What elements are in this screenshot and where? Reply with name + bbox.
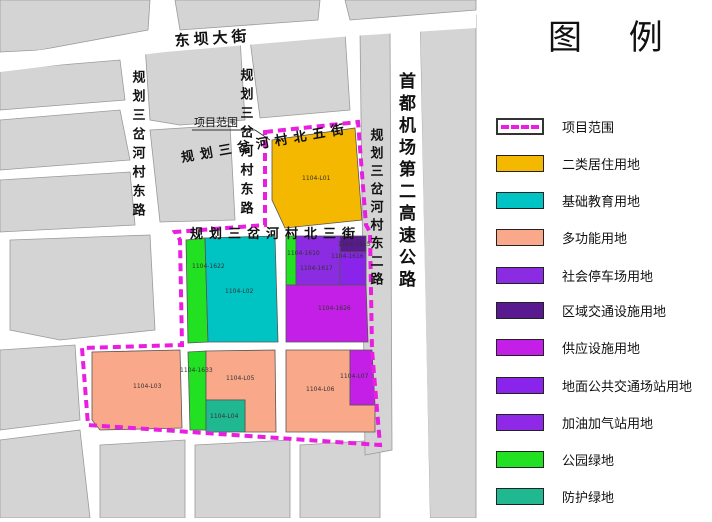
road-label-north-three: 规划三岔河村北三街 [190,226,361,242]
legend-swatch [496,228,544,246]
legend-swatch [496,191,544,209]
legend-label: 社会停车场用地 [562,269,654,285]
parcel-label-1617: 1104-1617 [300,265,333,272]
legend-label: 区域交通设施用地 [562,304,667,320]
legend-label: 加油加气站用地 [562,416,654,432]
parcel-label-1633: 1104-1633 [180,367,213,374]
legend-label: 多功能用地 [562,231,628,247]
legend-title: 图 例 [548,18,681,58]
parcel-label-l01: 1104-L01 [302,175,331,182]
parcel-1104-1617 [295,235,341,286]
parcel-1104-1633 [187,350,207,431]
road-label-dongba: 东坝大街 [174,27,251,50]
roads [0,14,476,518]
road-label-left-vertical: 规划三岔河村东路 [130,70,146,222]
legend-swatch [496,266,544,284]
project-label: 项目范围 [194,115,238,129]
legend-swatch [496,301,544,319]
parcel-1104-l03 [91,349,183,431]
road-label-middle-vertical: 规划三岔河村东路 [238,68,254,220]
legend-swatch [496,338,544,356]
parcel-label-1622: 1104-1622 [192,263,225,270]
legend-label: 基础教育用地 [562,194,641,210]
parcel-label-1610: 1104-1610 [287,250,320,257]
parcel-1104-l01 [271,127,363,229]
parcel-label-1615: 1104-1615 [338,241,371,248]
legend-item: 项目范围 [496,116,614,136]
legend-item: 供应设施用地 [496,337,640,357]
legend-swatch [496,487,544,505]
parcel-1104-l04 [205,399,246,433]
project-label-leader [254,129,271,141]
parcel-label-l02: 1104-L02 [225,288,254,295]
legend-item: 二类居住用地 [496,153,640,173]
legend-swatch [496,376,544,394]
parcel-label-1616: 1104-1616 [331,253,364,260]
legend-item: 社会停车场用地 [496,265,653,285]
planning-map: 东坝大街 规划三岔河村东路 规划三岔河村东路 规划三岔河村北五街 规划三岔河村北… [0,0,478,519]
legend-item: 区域交通设施用地 [496,300,666,320]
legend-label: 供应设施用地 [562,341,641,357]
legend-label: 公园绿地 [562,453,615,469]
project-boundary [79,119,383,448]
dashed-line-icon [496,117,544,135]
project-parcels [91,127,376,433]
parcel-label-l04: 1104-L04 [210,413,239,420]
legend-swatch [496,450,544,468]
legend-item: 防护绿地 [496,486,614,506]
road-label-east-two: 规划三岔河村东二路 [368,128,384,290]
map-panel: 东坝大街 规划三岔河村东路 规划三岔河村东路 规划三岔河村北五街 规划三岔河村北… [0,0,478,519]
parcel-1104-1626 [285,284,369,343]
parcel-1104-l02 [204,235,279,343]
parcel-label-1626: 1104-1626 [318,305,351,312]
legend-item: 加油加气站用地 [496,412,653,432]
parcel-label-l07: 1104-L07 [340,373,369,380]
legend-item: 基础教育用地 [496,190,640,210]
legend-swatch [496,154,544,172]
parcel-1104-1622 [185,237,209,344]
legend-label: 地面公共交通场站用地 [562,379,693,395]
legend-item: 公园绿地 [496,449,614,469]
parcel-1104-1610 [285,235,297,286]
legend-label: 防护绿地 [562,490,615,506]
parcel-label-l03: 1104-L03 [133,383,162,390]
parcel-label-l05: 1104-L05 [226,375,255,382]
legend-label: 二类居住用地 [562,157,641,173]
legend-label: 项目范围 [562,120,615,136]
legend-item: 地面公共交通场站用地 [496,375,692,395]
legend-item: 多功能用地 [496,227,627,247]
road-label-airport-expressway: 首都机场第二高速公路 [395,71,417,292]
legend-swatch [496,413,544,431]
parcel-label-l06: 1104-L06 [306,386,335,393]
